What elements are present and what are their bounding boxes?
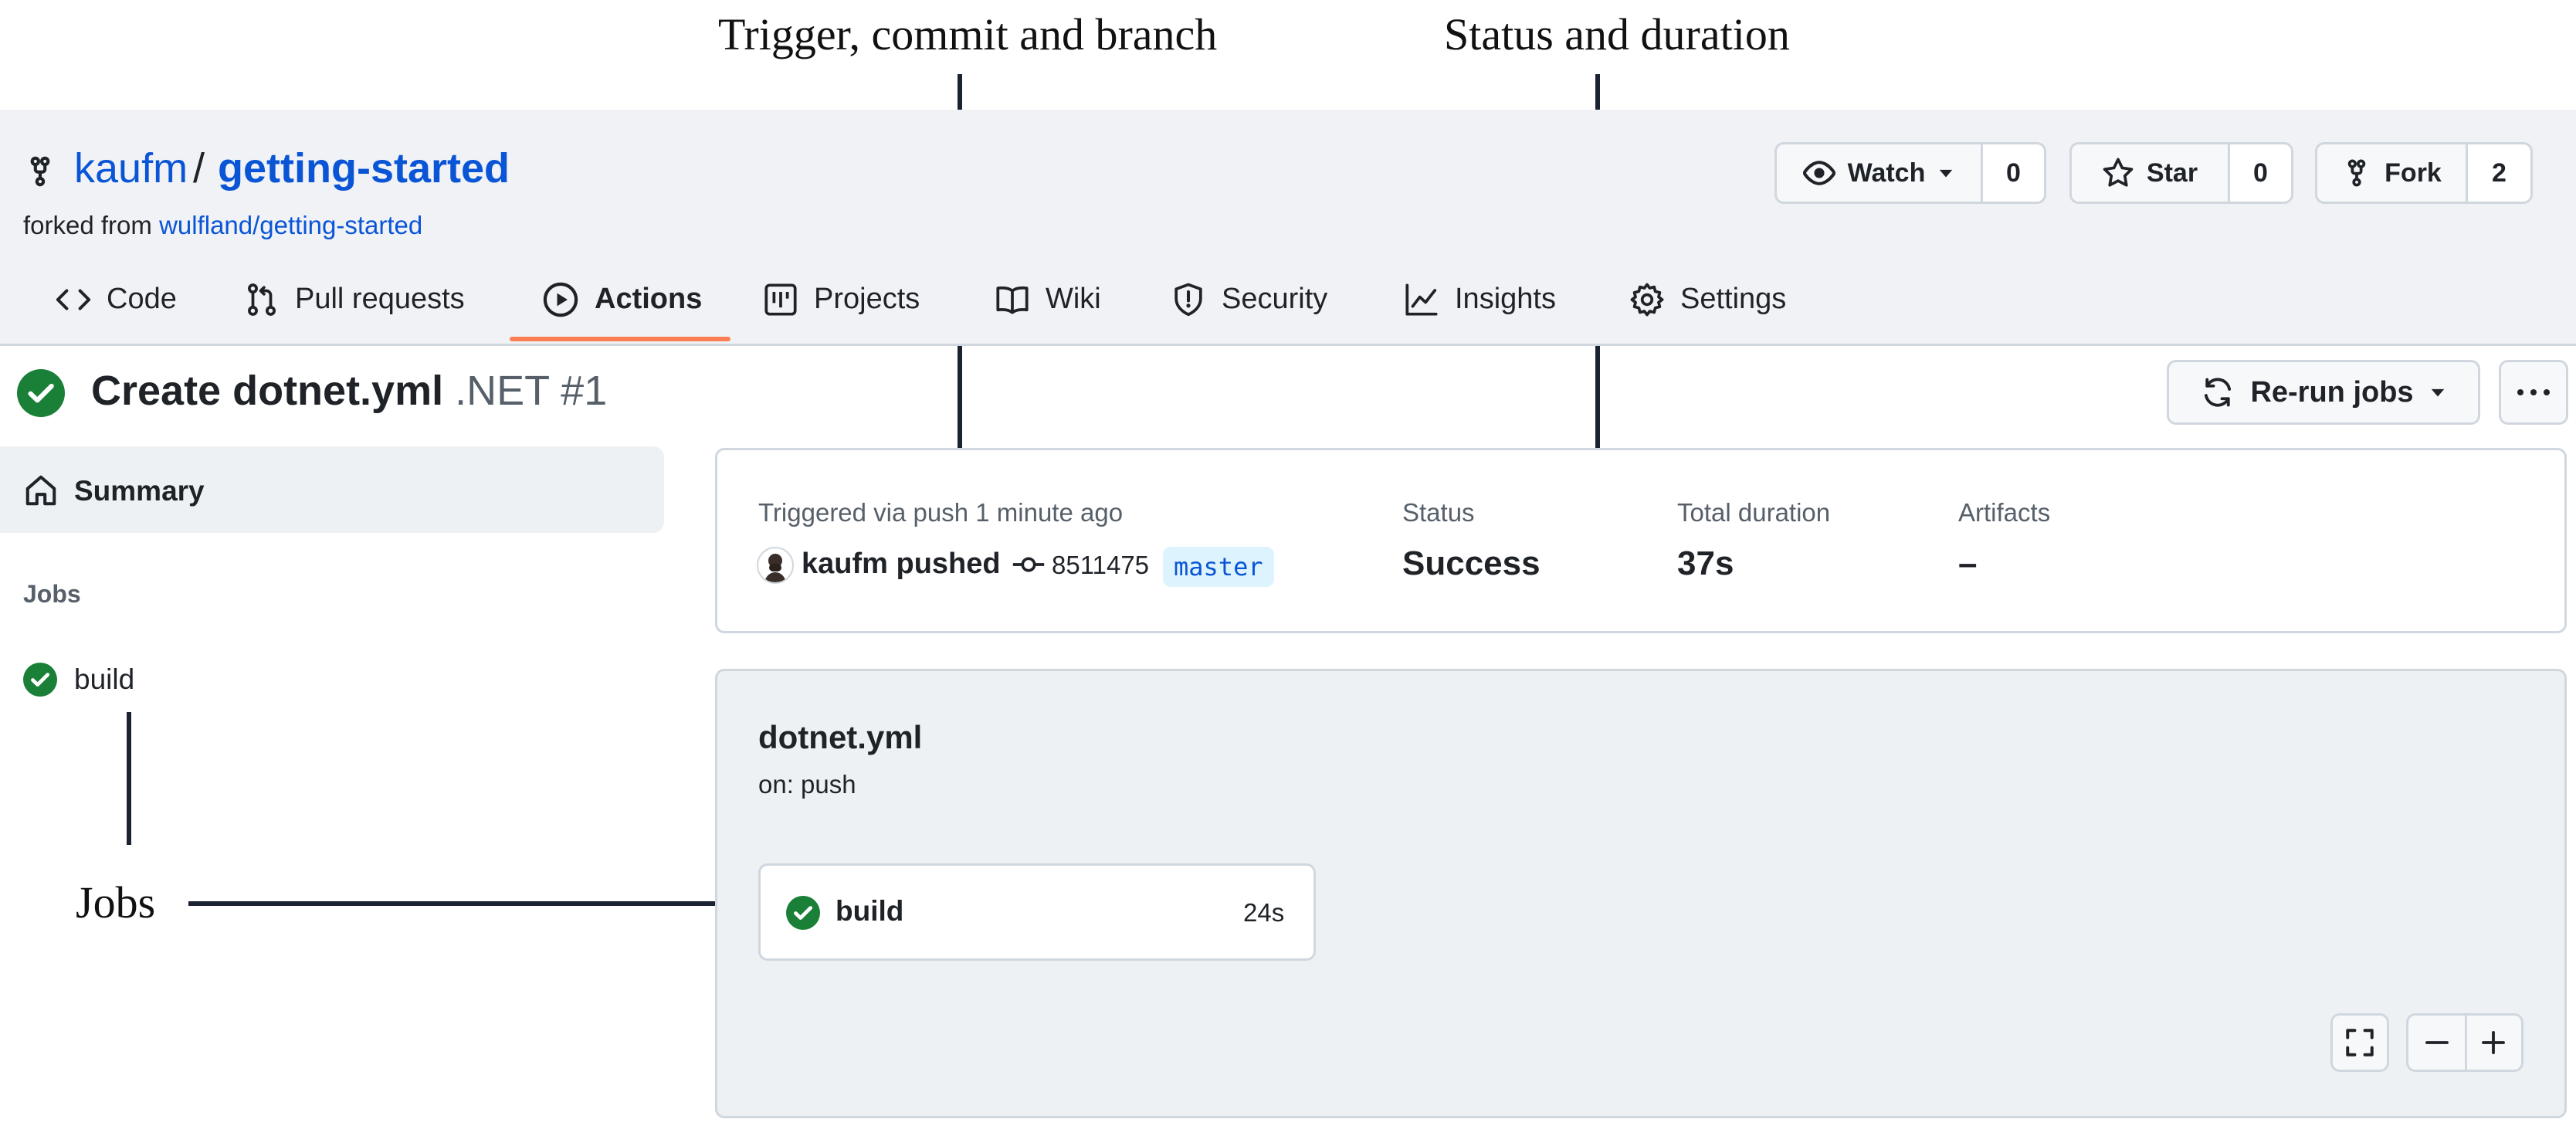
job-card-duration: 24s bbox=[1243, 898, 1285, 927]
fork-label: Fork bbox=[2384, 158, 2442, 188]
trigger-label: Triggered via push 1 minute ago bbox=[758, 498, 1124, 527]
zoom-out-button[interactable] bbox=[2422, 1028, 2452, 1057]
eye-icon bbox=[1802, 161, 1835, 185]
git-commit-icon bbox=[1012, 557, 1045, 572]
book-icon bbox=[996, 286, 1029, 314]
plus-icon bbox=[2481, 1031, 2505, 1054]
run-title: Create dotnet.yml .NET #1 bbox=[91, 366, 607, 416]
tab-security[interactable]: Security bbox=[1171, 255, 1327, 344]
status-label: Status bbox=[1402, 498, 1475, 527]
fork-button-group: Fork 2 bbox=[2315, 142, 2533, 204]
tab-label: Projects bbox=[814, 283, 920, 315]
caret-down-icon bbox=[1940, 169, 1953, 178]
tab-wiki[interactable]: Wiki bbox=[995, 255, 1101, 344]
annotation-status: Status and duration bbox=[1444, 9, 1790, 59]
rerun-jobs-label: Re-run jobs bbox=[2250, 375, 2414, 409]
star-label: Star bbox=[2146, 158, 2198, 188]
workflow-trigger: on: push bbox=[758, 770, 856, 799]
gear-icon bbox=[1630, 283, 1664, 316]
annotation-jobs: Jobs bbox=[76, 877, 156, 928]
watch-button-group: Watch 0 bbox=[1774, 142, 2046, 204]
watch-button[interactable]: Watch bbox=[1777, 144, 1981, 202]
run-workflow-number: .NET #1 bbox=[455, 368, 608, 414]
star-icon bbox=[2103, 158, 2134, 187]
tab-label: Wiki bbox=[1046, 283, 1101, 315]
star-button-group: Star 0 bbox=[2069, 142, 2293, 204]
branch-badge[interactable]: master bbox=[1163, 547, 1274, 587]
annotation-line-sidebar-job bbox=[127, 712, 131, 845]
status-value: Success bbox=[1402, 544, 1541, 582]
play-icon bbox=[543, 282, 578, 317]
workflow-file-name: dotnet.yml bbox=[758, 719, 923, 755]
pull-request-icon bbox=[248, 283, 276, 316]
forked-from-link[interactable]: wulfland/getting-started bbox=[159, 211, 423, 239]
tab-label: Actions bbox=[595, 283, 703, 315]
tab-actions[interactable]: Actions bbox=[542, 255, 702, 344]
annotation-trigger: Trigger, commit and branch bbox=[718, 9, 1218, 59]
more-options-button[interactable] bbox=[2499, 360, 2568, 425]
star-button[interactable]: Star bbox=[2072, 144, 2228, 202]
sidebar-summary-label: Summary bbox=[74, 475, 205, 507]
fullscreen-button[interactable] bbox=[2330, 1013, 2389, 1072]
fullscreen-icon bbox=[2346, 1029, 2374, 1056]
forked-from-prefix: forked from bbox=[23, 211, 152, 239]
success-check-icon bbox=[17, 369, 65, 417]
success-check-icon bbox=[23, 663, 57, 697]
repo-name-link[interactable]: getting-started bbox=[218, 145, 510, 192]
active-tab-indicator bbox=[510, 337, 730, 341]
fork-button[interactable]: Fork bbox=[2317, 144, 2466, 202]
annotation-line-job-card bbox=[188, 901, 738, 906]
shield-icon bbox=[1174, 283, 1202, 316]
fork-icon bbox=[2347, 159, 2366, 187]
sidebar-jobs-heading: Jobs bbox=[23, 580, 81, 608]
tab-label: Settings bbox=[1680, 283, 1787, 315]
zoom-divider bbox=[2465, 1013, 2467, 1072]
tab-settings[interactable]: Settings bbox=[1629, 255, 1786, 344]
forked-from: forked from wulfland/getting-started bbox=[23, 210, 422, 241]
kebab-horizontal-icon bbox=[2517, 389, 2550, 395]
tab-label: Security bbox=[1222, 283, 1328, 315]
project-icon bbox=[764, 283, 797, 316]
sidebar-item-build[interactable]: build bbox=[74, 663, 135, 695]
run-summary-card bbox=[715, 448, 2567, 633]
duration-value: 37s bbox=[1677, 544, 1734, 582]
tab-pull-requests[interactable]: Pull requests bbox=[244, 255, 465, 344]
avatar[interactable] bbox=[757, 547, 794, 584]
caret-down-icon bbox=[2431, 388, 2444, 397]
artifacts-value: – bbox=[1958, 544, 1978, 582]
run-commit-message: Create dotnet.yml bbox=[91, 368, 444, 414]
duration-label: Total duration bbox=[1677, 498, 1831, 527]
repo-separator: / bbox=[193, 145, 205, 192]
code-icon bbox=[56, 288, 91, 310]
avatar-icon bbox=[764, 554, 786, 582]
sync-icon bbox=[2205, 378, 2232, 407]
artifacts-label: Artifacts bbox=[1958, 498, 2051, 527]
tab-label: Pull requests bbox=[295, 283, 465, 315]
graph-icon bbox=[1405, 283, 1438, 316]
minus-icon bbox=[2425, 1041, 2449, 1044]
star-count[interactable]: 0 bbox=[2228, 144, 2291, 202]
repo-forked-icon bbox=[30, 156, 50, 187]
watch-count[interactable]: 0 bbox=[1981, 144, 2044, 202]
job-card-build[interactable] bbox=[758, 863, 1316, 961]
home-icon bbox=[25, 475, 56, 506]
zoom-in-button[interactable] bbox=[2479, 1028, 2508, 1057]
tab-label: Code bbox=[107, 283, 177, 315]
repo-owner-link[interactable]: kaufm bbox=[74, 145, 188, 192]
tab-label: Insights bbox=[1455, 283, 1556, 315]
actor-pushed[interactable]: kaufm pushed bbox=[802, 548, 1001, 580]
tab-projects[interactable]: Projects bbox=[763, 255, 920, 344]
job-card-label: build bbox=[836, 895, 904, 927]
tab-code[interactable]: Code bbox=[56, 255, 177, 344]
tab-insights[interactable]: Insights bbox=[1404, 255, 1556, 344]
rerun-jobs-button[interactable]: Re-run jobs bbox=[2167, 360, 2480, 425]
sidebar-item-summary[interactable] bbox=[0, 446, 664, 533]
success-check-icon bbox=[786, 896, 820, 930]
fork-count[interactable]: 2 bbox=[2466, 144, 2530, 202]
watch-label: Watch bbox=[1847, 158, 1926, 188]
commit-sha-link[interactable]: 8511475 bbox=[1052, 551, 1150, 579]
